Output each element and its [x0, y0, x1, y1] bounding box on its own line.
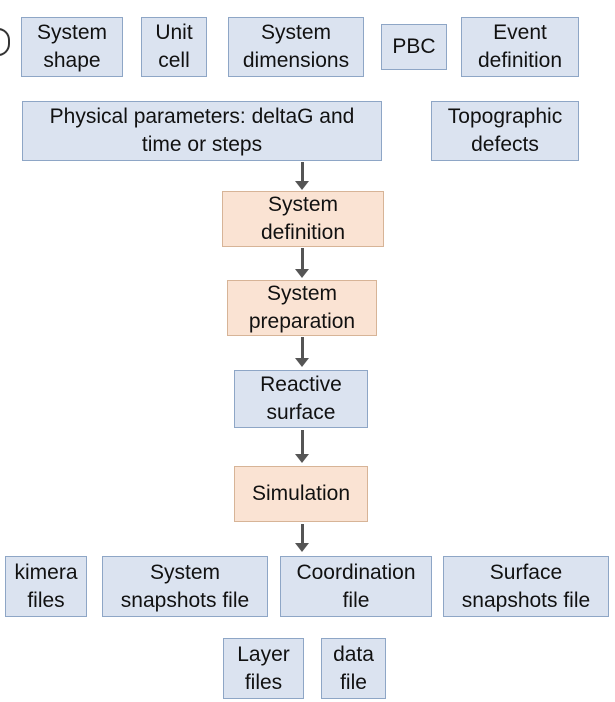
- system-definition-box: System definition: [222, 191, 384, 247]
- physical-parameters-box: Physical parameters: deltaG and time or …: [22, 101, 382, 161]
- coordination-file-box: Coordination file: [280, 556, 432, 617]
- flow-arrow: [295, 430, 309, 463]
- flow-arrow: [295, 162, 309, 190]
- flow-arrow: [295, 524, 309, 552]
- system-shape-box: System shape: [21, 17, 123, 77]
- flow-arrow: [295, 248, 309, 278]
- simulation-box: Simulation: [234, 466, 368, 522]
- reactive-surface-box: Reactive surface: [234, 370, 368, 428]
- panel-label-fragment: [0, 28, 10, 56]
- flow-arrow: [295, 337, 309, 367]
- event-definition-box: Event definition: [461, 17, 579, 77]
- unit-cell-box: Unit cell: [141, 17, 207, 77]
- system-snapshots-file-box: System snapshots file: [102, 556, 268, 617]
- topographic-defects-box: Topographic defects: [431, 101, 579, 161]
- surface-snapshots-file-box: Surface snapshots file: [443, 556, 609, 617]
- layer-files-box: Layer files: [223, 638, 304, 699]
- system-dimensions-box: System dimensions: [228, 17, 364, 77]
- data-file-box: data file: [321, 638, 386, 699]
- kimera-files-box: kimera files: [5, 556, 87, 617]
- pbc-box: PBC: [381, 24, 447, 70]
- system-preparation-box: System preparation: [227, 280, 377, 336]
